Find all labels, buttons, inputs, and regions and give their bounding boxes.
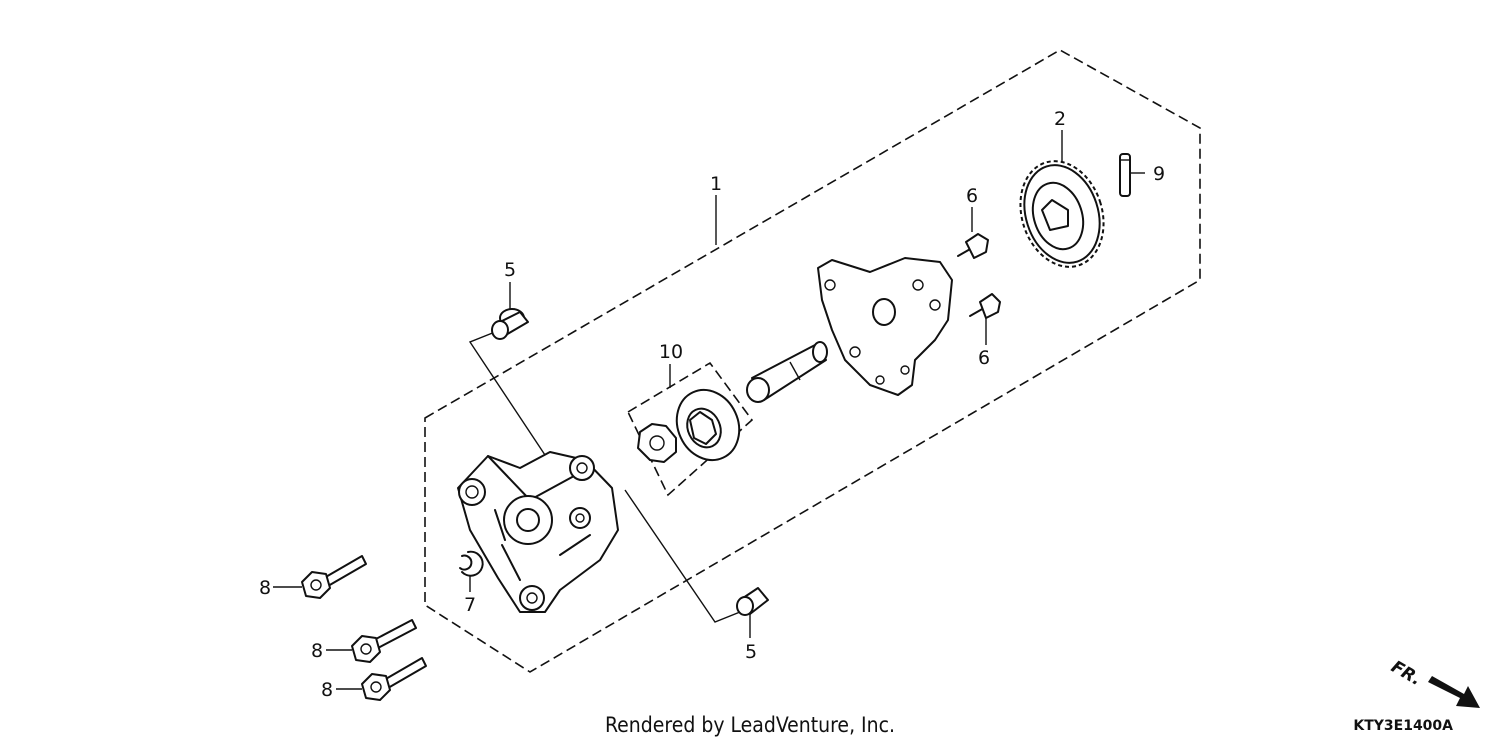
- direction-label: FR.: [1388, 657, 1425, 690]
- pin: [1119, 153, 1131, 197]
- credit-text: Rendered by LeadVenture, Inc.: [605, 713, 895, 737]
- callout-8-bottom: 8: [321, 679, 333, 701]
- callout-7: 7: [464, 594, 476, 616]
- callout-8-middle: 8: [311, 640, 323, 662]
- flange-bolt-3: [361, 657, 427, 701]
- callout-2: 2: [1054, 108, 1066, 130]
- pump-cover: [817, 257, 953, 396]
- leader-lines: [273, 130, 1145, 690]
- callout-5-lower: 5: [745, 641, 757, 663]
- pump-body: [457, 451, 619, 613]
- flange-bolt-1: [301, 555, 367, 599]
- outer-rotor: [675, 388, 741, 462]
- callout-6-upper: 6: [966, 185, 978, 207]
- flange-bolt-2: [351, 619, 417, 663]
- screw-lower: [969, 293, 1001, 319]
- callout-8-top: 8: [259, 577, 271, 599]
- callout-1: 1: [710, 173, 722, 195]
- screw-upper: [957, 233, 989, 259]
- pump-shaft: [746, 341, 828, 403]
- front-direction-indicator: FR.: [1388, 657, 1480, 708]
- callout-10: 10: [659, 341, 683, 363]
- dowel-pin-lower: [736, 587, 769, 616]
- callout-5-upper: 5: [504, 259, 516, 281]
- drawing-code: KTY3E1400A: [1353, 718, 1453, 734]
- inner-rotor: [637, 423, 677, 463]
- driven-gear: [1019, 160, 1105, 268]
- dowel-pin-upper: [491, 308, 529, 340]
- callout-9: 9: [1153, 163, 1165, 185]
- front-arrow-icon: [1428, 676, 1480, 708]
- rotor-group-boundary: [626, 361, 754, 497]
- circlip: [459, 550, 484, 577]
- callout-6-lower: 6: [978, 347, 990, 369]
